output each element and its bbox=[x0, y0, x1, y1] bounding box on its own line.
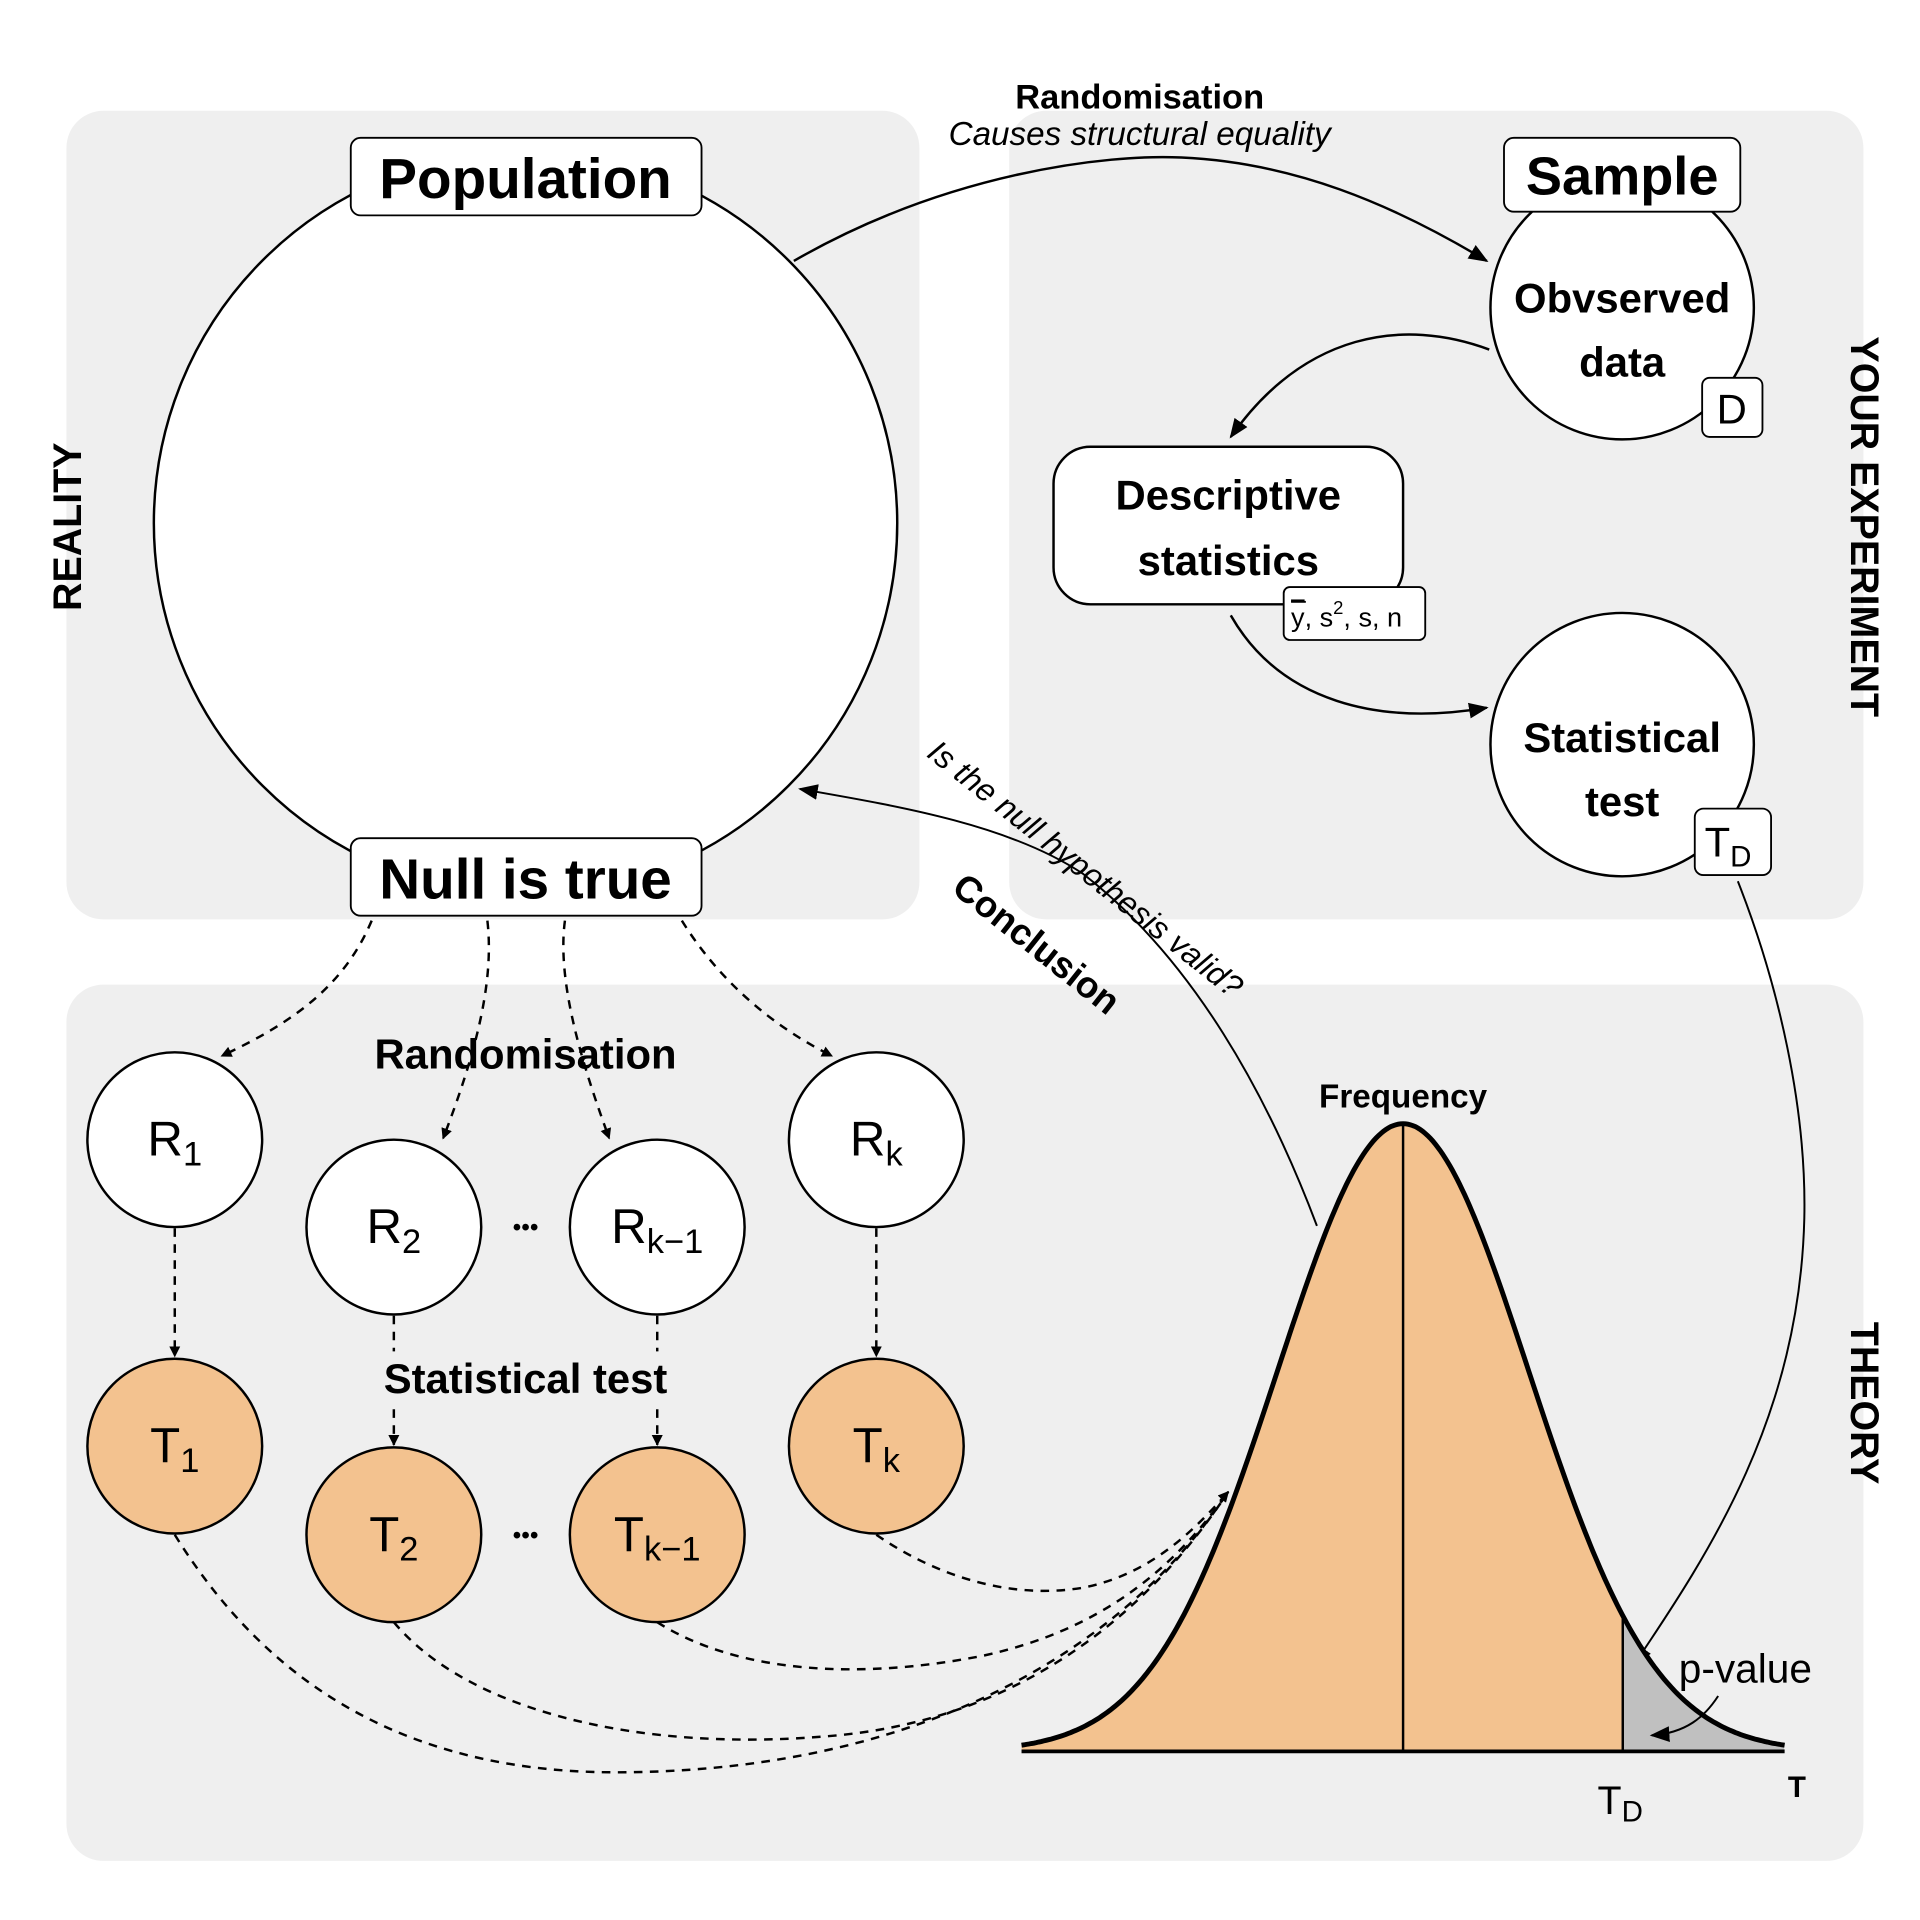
statistical-test-line1: Statistical bbox=[1523, 714, 1721, 761]
population-label-box bbox=[349, 136, 703, 217]
tk1-to-distribution-arrow bbox=[656, 1490, 1230, 1671]
null-to-rk-arrow bbox=[680, 919, 833, 1058]
distribution-fill bbox=[1021, 1123, 1623, 1752]
r-node-2: R2 bbox=[305, 1138, 483, 1316]
t-node-2: T2 bbox=[305, 1446, 483, 1624]
t-ellipsis: ••• bbox=[513, 1522, 539, 1549]
distribution-curve bbox=[1021, 1121, 1785, 1748]
statistical-test-line2: test bbox=[1585, 778, 1659, 825]
null-to-r1-arrow bbox=[220, 920, 373, 1058]
td-axis-label: TD bbox=[1598, 1779, 1643, 1828]
descriptive-statistics-badge: y, s2, s, n bbox=[1291, 597, 1402, 632]
descriptive-statistics-line2: statistics bbox=[1138, 537, 1319, 584]
descriptive-to-test-arrow bbox=[1229, 614, 1489, 719]
observed-data-badge-box bbox=[1701, 376, 1764, 438]
svg-text:R1: R1 bbox=[147, 1112, 202, 1174]
sample-label: Sample bbox=[1526, 146, 1719, 206]
svg-text:T2: T2 bbox=[369, 1507, 418, 1569]
r-ellipsis: ••• bbox=[513, 1215, 539, 1242]
theory-randomisation-label: Randomisation bbox=[374, 1030, 676, 1077]
test-to-td-arrow bbox=[1633, 880, 1806, 1666]
svg-text:Tk−1: Tk−1 bbox=[614, 1507, 701, 1569]
r-node-1: R1 bbox=[86, 1051, 264, 1229]
tk-to-distribution-arrow bbox=[875, 1490, 1230, 1593]
observed-data-line1: Obvserved bbox=[1514, 275, 1730, 322]
svg-text:Tk: Tk bbox=[853, 1418, 901, 1480]
p-value-area bbox=[1622, 1615, 1785, 1752]
theory-statistical-test-label: Statistical test bbox=[384, 1355, 668, 1402]
reality-section-label: REALITY bbox=[46, 443, 90, 611]
observed-data-badge: D bbox=[1717, 385, 1747, 432]
r-node-k-minus-1: Rk−1 bbox=[568, 1138, 746, 1316]
descriptive-statistics-box bbox=[1052, 445, 1405, 606]
p-value-label: p-value bbox=[1679, 1645, 1812, 1691]
statistical-test-circle bbox=[1489, 611, 1756, 878]
randomisation-arrow bbox=[793, 155, 1489, 262]
null-label-box bbox=[349, 837, 703, 917]
conclusion-arrow bbox=[798, 784, 1318, 1227]
t-node-k-minus-1: Tk−1 bbox=[568, 1446, 746, 1624]
svg-text:T1: T1 bbox=[150, 1418, 199, 1480]
sample-label-box bbox=[1503, 136, 1742, 213]
r-node-k: Rk bbox=[787, 1051, 965, 1229]
null-to-r2-arrow bbox=[441, 920, 491, 1140]
population-label: Population bbox=[379, 147, 671, 210]
p-value-arrow bbox=[1649, 1695, 1719, 1742]
null-to-rk1-arrow bbox=[562, 920, 612, 1140]
test-statistic-badge: TD bbox=[1705, 819, 1752, 874]
observed-to-descriptive-arrow bbox=[1229, 333, 1490, 439]
svg-text:Rk: Rk bbox=[850, 1112, 904, 1174]
null-distribution bbox=[1021, 1121, 1785, 1754]
frequency-axis-label: Frequency bbox=[1319, 1079, 1488, 1116]
experiment-section-label: YOUR EXPERIMENT bbox=[1842, 336, 1886, 717]
randomisation-subtitle: Causes structural equality bbox=[949, 116, 1334, 153]
ybar-symbol: y bbox=[1291, 601, 1305, 632]
t-node-k: Tk bbox=[787, 1357, 965, 1535]
descriptive-statistics-badge-box bbox=[1282, 586, 1427, 641]
observed-data-line2: data bbox=[1579, 339, 1666, 386]
t-node-1: T1 bbox=[86, 1357, 264, 1535]
svg-text:R2: R2 bbox=[366, 1199, 421, 1261]
t-axis-label: T bbox=[1788, 1771, 1806, 1804]
t1-to-distribution-arrow bbox=[173, 1491, 1230, 1774]
null-is-true-label: Null is true bbox=[379, 847, 672, 910]
t2-to-distribution-arrow bbox=[392, 1491, 1230, 1741]
descriptive-statistics-line1: Descriptive bbox=[1116, 472, 1342, 519]
population-circle bbox=[152, 150, 899, 896]
test-statistic-badge-box bbox=[1693, 807, 1773, 877]
randomisation-title: Randomisation bbox=[1015, 78, 1264, 116]
svg-text:Rk−1: Rk−1 bbox=[611, 1199, 703, 1261]
theory-section-label: THEORY bbox=[1842, 1322, 1886, 1485]
